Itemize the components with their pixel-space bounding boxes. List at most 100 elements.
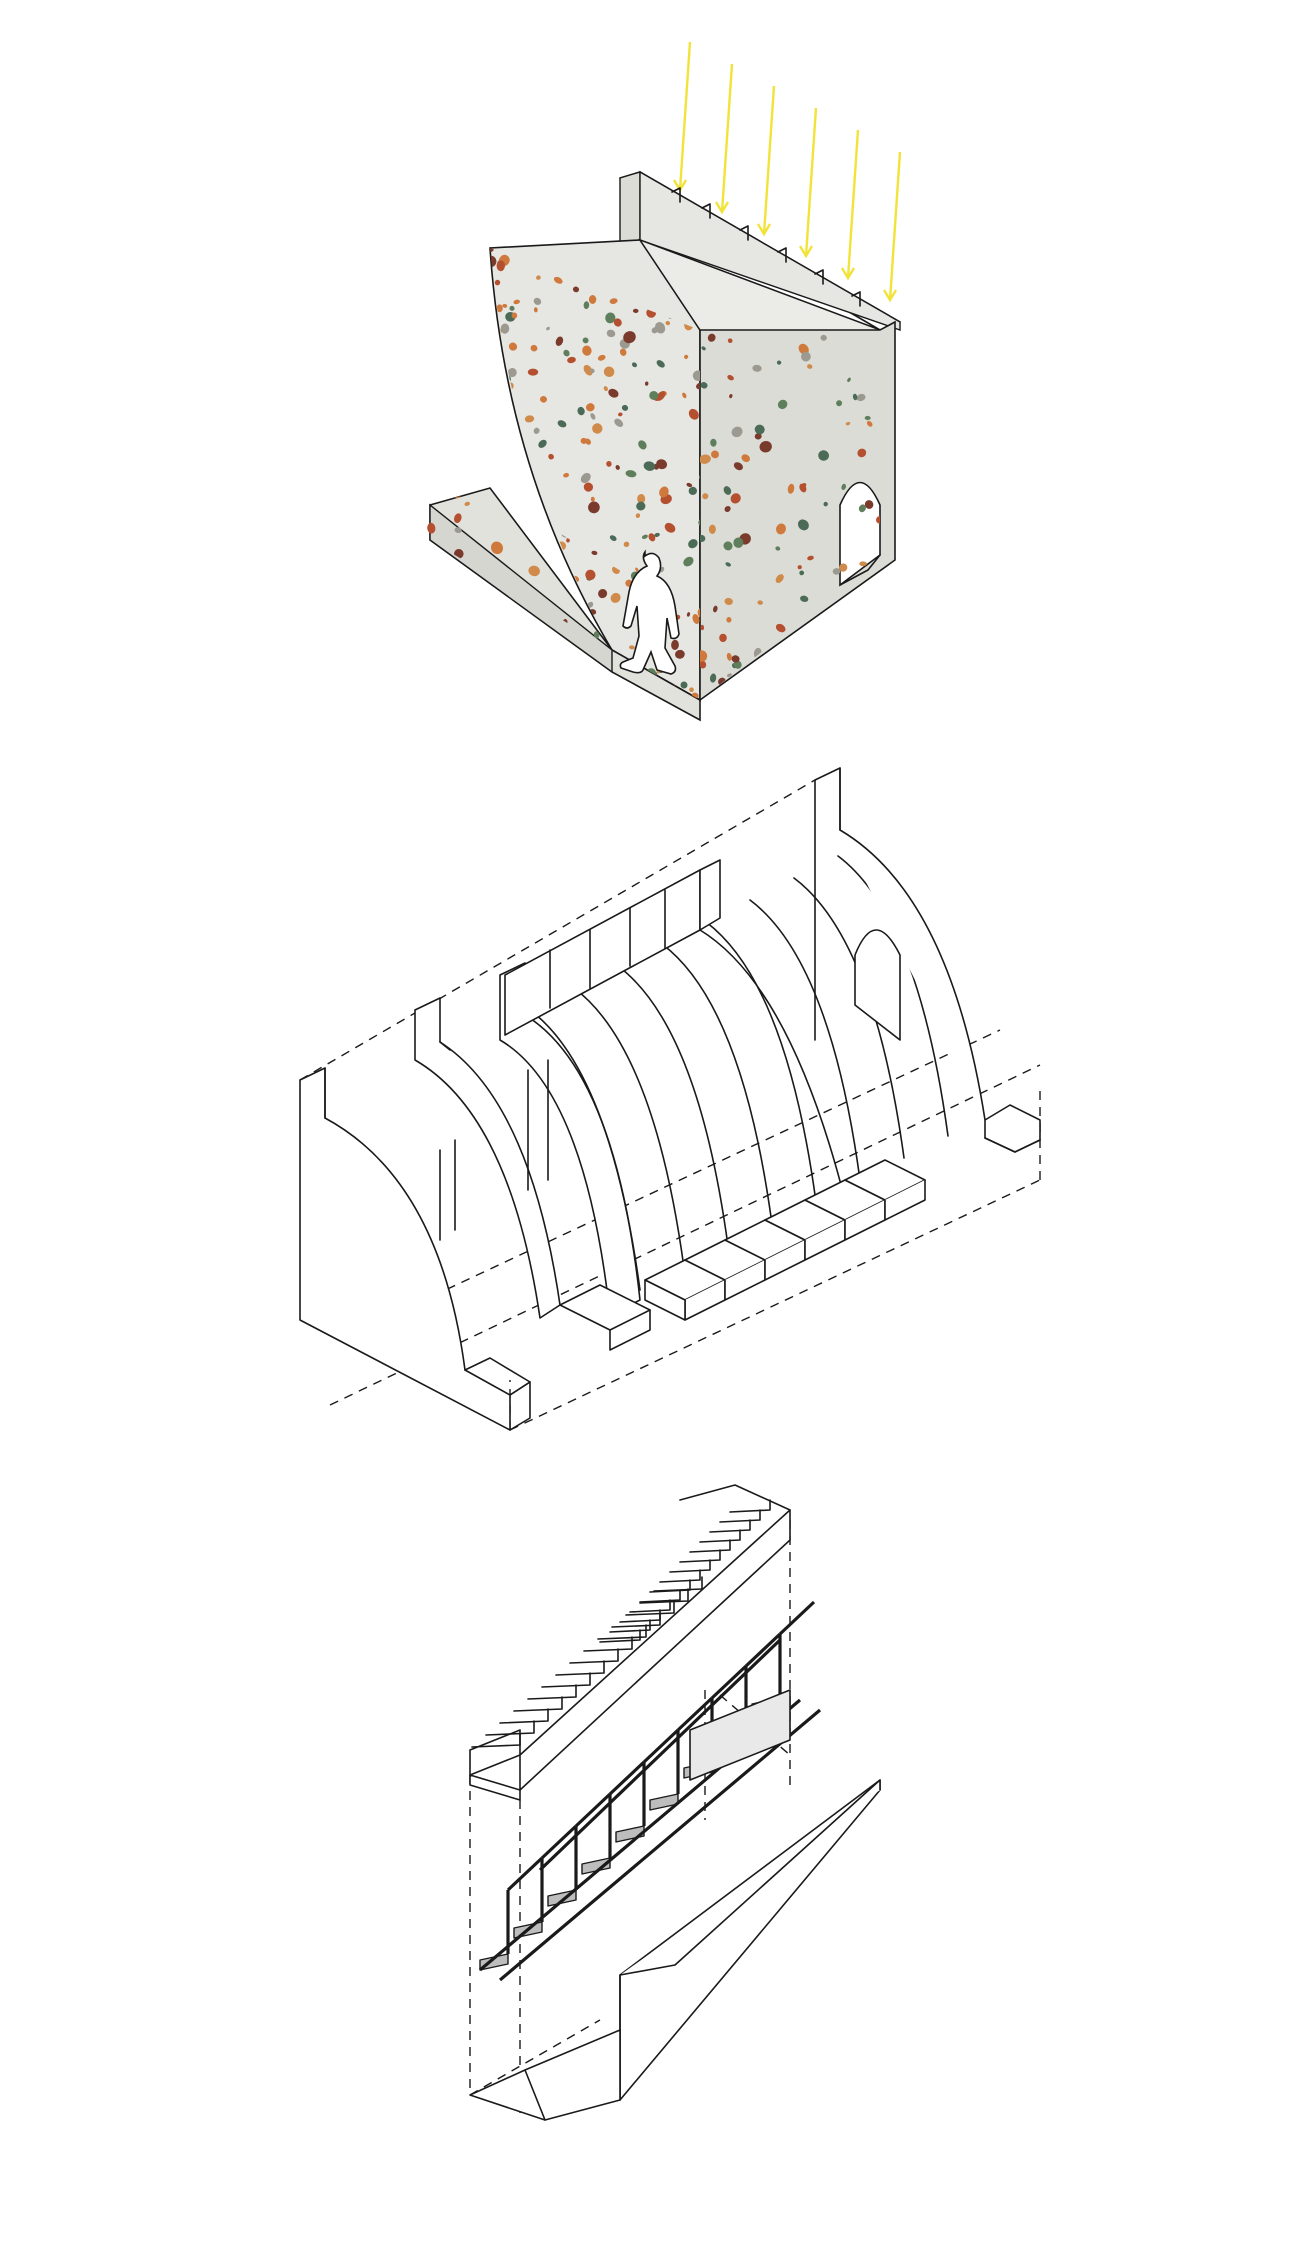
terrazzo-chip bbox=[686, 482, 693, 488]
terrazzo-chip bbox=[688, 486, 697, 496]
terrazzo-chip bbox=[513, 299, 520, 305]
terrazzo-chip bbox=[493, 235, 504, 246]
terrazzo-chip bbox=[588, 501, 600, 514]
terrazzo-chip bbox=[682, 392, 687, 399]
terrazzo-chip bbox=[528, 497, 536, 506]
terrazzo-chip bbox=[583, 482, 594, 492]
terrazzo-chip bbox=[843, 644, 849, 650]
terrazzo-chip bbox=[724, 597, 733, 605]
terrazzo-chip bbox=[675, 649, 685, 659]
terrazzo-chip bbox=[563, 716, 570, 722]
terrazzo-chip bbox=[888, 574, 896, 583]
terrazzo-chip bbox=[797, 705, 806, 714]
frame-beam bbox=[540, 1824, 578, 1860]
terrazzo-chip bbox=[527, 680, 533, 685]
stair-step bbox=[719, 1509, 761, 1523]
terrazzo-chip bbox=[876, 516, 880, 524]
terrazzo-chip bbox=[852, 393, 858, 401]
terrazzo-chip bbox=[726, 617, 732, 623]
terrazzo-chip bbox=[590, 368, 595, 374]
terrazzo-chip bbox=[654, 532, 660, 537]
terrazzo-chip bbox=[614, 418, 624, 427]
terrazzo-chip bbox=[496, 372, 505, 381]
bench-blocks bbox=[644, 1159, 926, 1321]
terrazzo-chip bbox=[868, 587, 875, 593]
terrazzo-chip bbox=[858, 504, 866, 513]
terrazzo-chip bbox=[845, 421, 851, 426]
terrazzo-chip bbox=[482, 328, 490, 335]
sun-ray-arrow-icon bbox=[762, 85, 776, 235]
upper-stair-mass bbox=[469, 1484, 791, 1801]
terrazzo-chip bbox=[776, 523, 786, 535]
terrazzo-chip bbox=[844, 600, 850, 607]
terrazzo-chip bbox=[820, 334, 827, 341]
terrazzo-chip bbox=[502, 460, 511, 470]
terrazzo-chip bbox=[593, 631, 600, 639]
terrazzo-chip bbox=[723, 541, 733, 551]
arrow-down-icon bbox=[840, 267, 856, 281]
terrazzo-chip bbox=[527, 368, 539, 376]
terrazzo-chip bbox=[683, 556, 694, 567]
terrazzo-chip bbox=[538, 227, 545, 234]
left-end-wall bbox=[299, 1067, 531, 1431]
terrazzo-chip bbox=[638, 440, 647, 450]
terrazzo-chip bbox=[856, 393, 866, 402]
terrazzo-chip bbox=[498, 667, 509, 678]
frame-landing bbox=[689, 1689, 791, 1781]
terrazzo-chip bbox=[454, 527, 462, 534]
terrazzo-chip bbox=[702, 493, 709, 500]
terrazzo-chip bbox=[431, 597, 441, 609]
terrazzo-chip bbox=[587, 231, 594, 238]
arrow-down-icon bbox=[756, 223, 772, 237]
stair-step bbox=[625, 1600, 675, 1616]
stair-framing bbox=[478, 1600, 822, 1982]
terrazzo-chip bbox=[754, 424, 765, 435]
terrazzo-chip bbox=[656, 391, 666, 401]
frame-beam bbox=[710, 1664, 748, 1700]
terrazzo-chip bbox=[538, 439, 547, 448]
terrazzo-chip bbox=[700, 624, 705, 631]
terrazzo-chip bbox=[511, 312, 518, 319]
terrazzo-chip bbox=[479, 603, 488, 612]
terrazzo-chip bbox=[710, 438, 717, 447]
terrazzo-chip bbox=[708, 524, 716, 534]
terrazzo-chip bbox=[506, 490, 517, 500]
terrazzo-chip bbox=[476, 654, 483, 660]
frame-beam bbox=[608, 1760, 646, 1796]
arrow-down-icon bbox=[798, 245, 814, 259]
stair-step bbox=[639, 1588, 689, 1604]
terrazzo-chip bbox=[508, 342, 518, 351]
terrazzo-chip bbox=[554, 694, 566, 700]
terrazzo-chip bbox=[807, 555, 814, 561]
terrazzo-chip bbox=[497, 441, 505, 448]
terrazzo-chip bbox=[464, 501, 470, 506]
sun-ray-arrow-icon bbox=[888, 151, 902, 301]
terrazzo-chip bbox=[478, 589, 487, 596]
terrazzo-chip bbox=[725, 562, 731, 567]
terrazzo-chip bbox=[559, 686, 566, 693]
terrazzo-chip bbox=[619, 348, 627, 356]
terrazzo-chip bbox=[841, 483, 847, 491]
terrazzo-chip bbox=[727, 338, 733, 344]
terrazzo-chip bbox=[724, 506, 731, 512]
lower-wedge bbox=[469, 1779, 881, 2121]
stair-step bbox=[541, 1672, 591, 1688]
terrazzo-chip bbox=[823, 501, 828, 507]
stair-step bbox=[471, 1732, 521, 1748]
stair-step bbox=[619, 1609, 661, 1623]
terrazzo-chip bbox=[503, 412, 514, 423]
terrazzo-chip bbox=[477, 400, 486, 406]
terrazzo-chip bbox=[729, 394, 733, 399]
terrazzo-chip bbox=[450, 476, 464, 490]
terrazzo-chip bbox=[590, 496, 595, 502]
terrazzo-chip bbox=[857, 448, 867, 458]
terrazzo-chip bbox=[524, 415, 535, 423]
terrazzo-chip bbox=[763, 671, 771, 680]
terrazzo-chip bbox=[868, 667, 875, 675]
stair-step bbox=[699, 1529, 741, 1543]
terrazzo-chip bbox=[496, 260, 506, 272]
terrazzo-chip bbox=[504, 440, 509, 445]
terrazzo-chip bbox=[874, 603, 880, 612]
terrazzo-chip bbox=[644, 381, 649, 386]
terrazzo-chip bbox=[635, 567, 639, 572]
